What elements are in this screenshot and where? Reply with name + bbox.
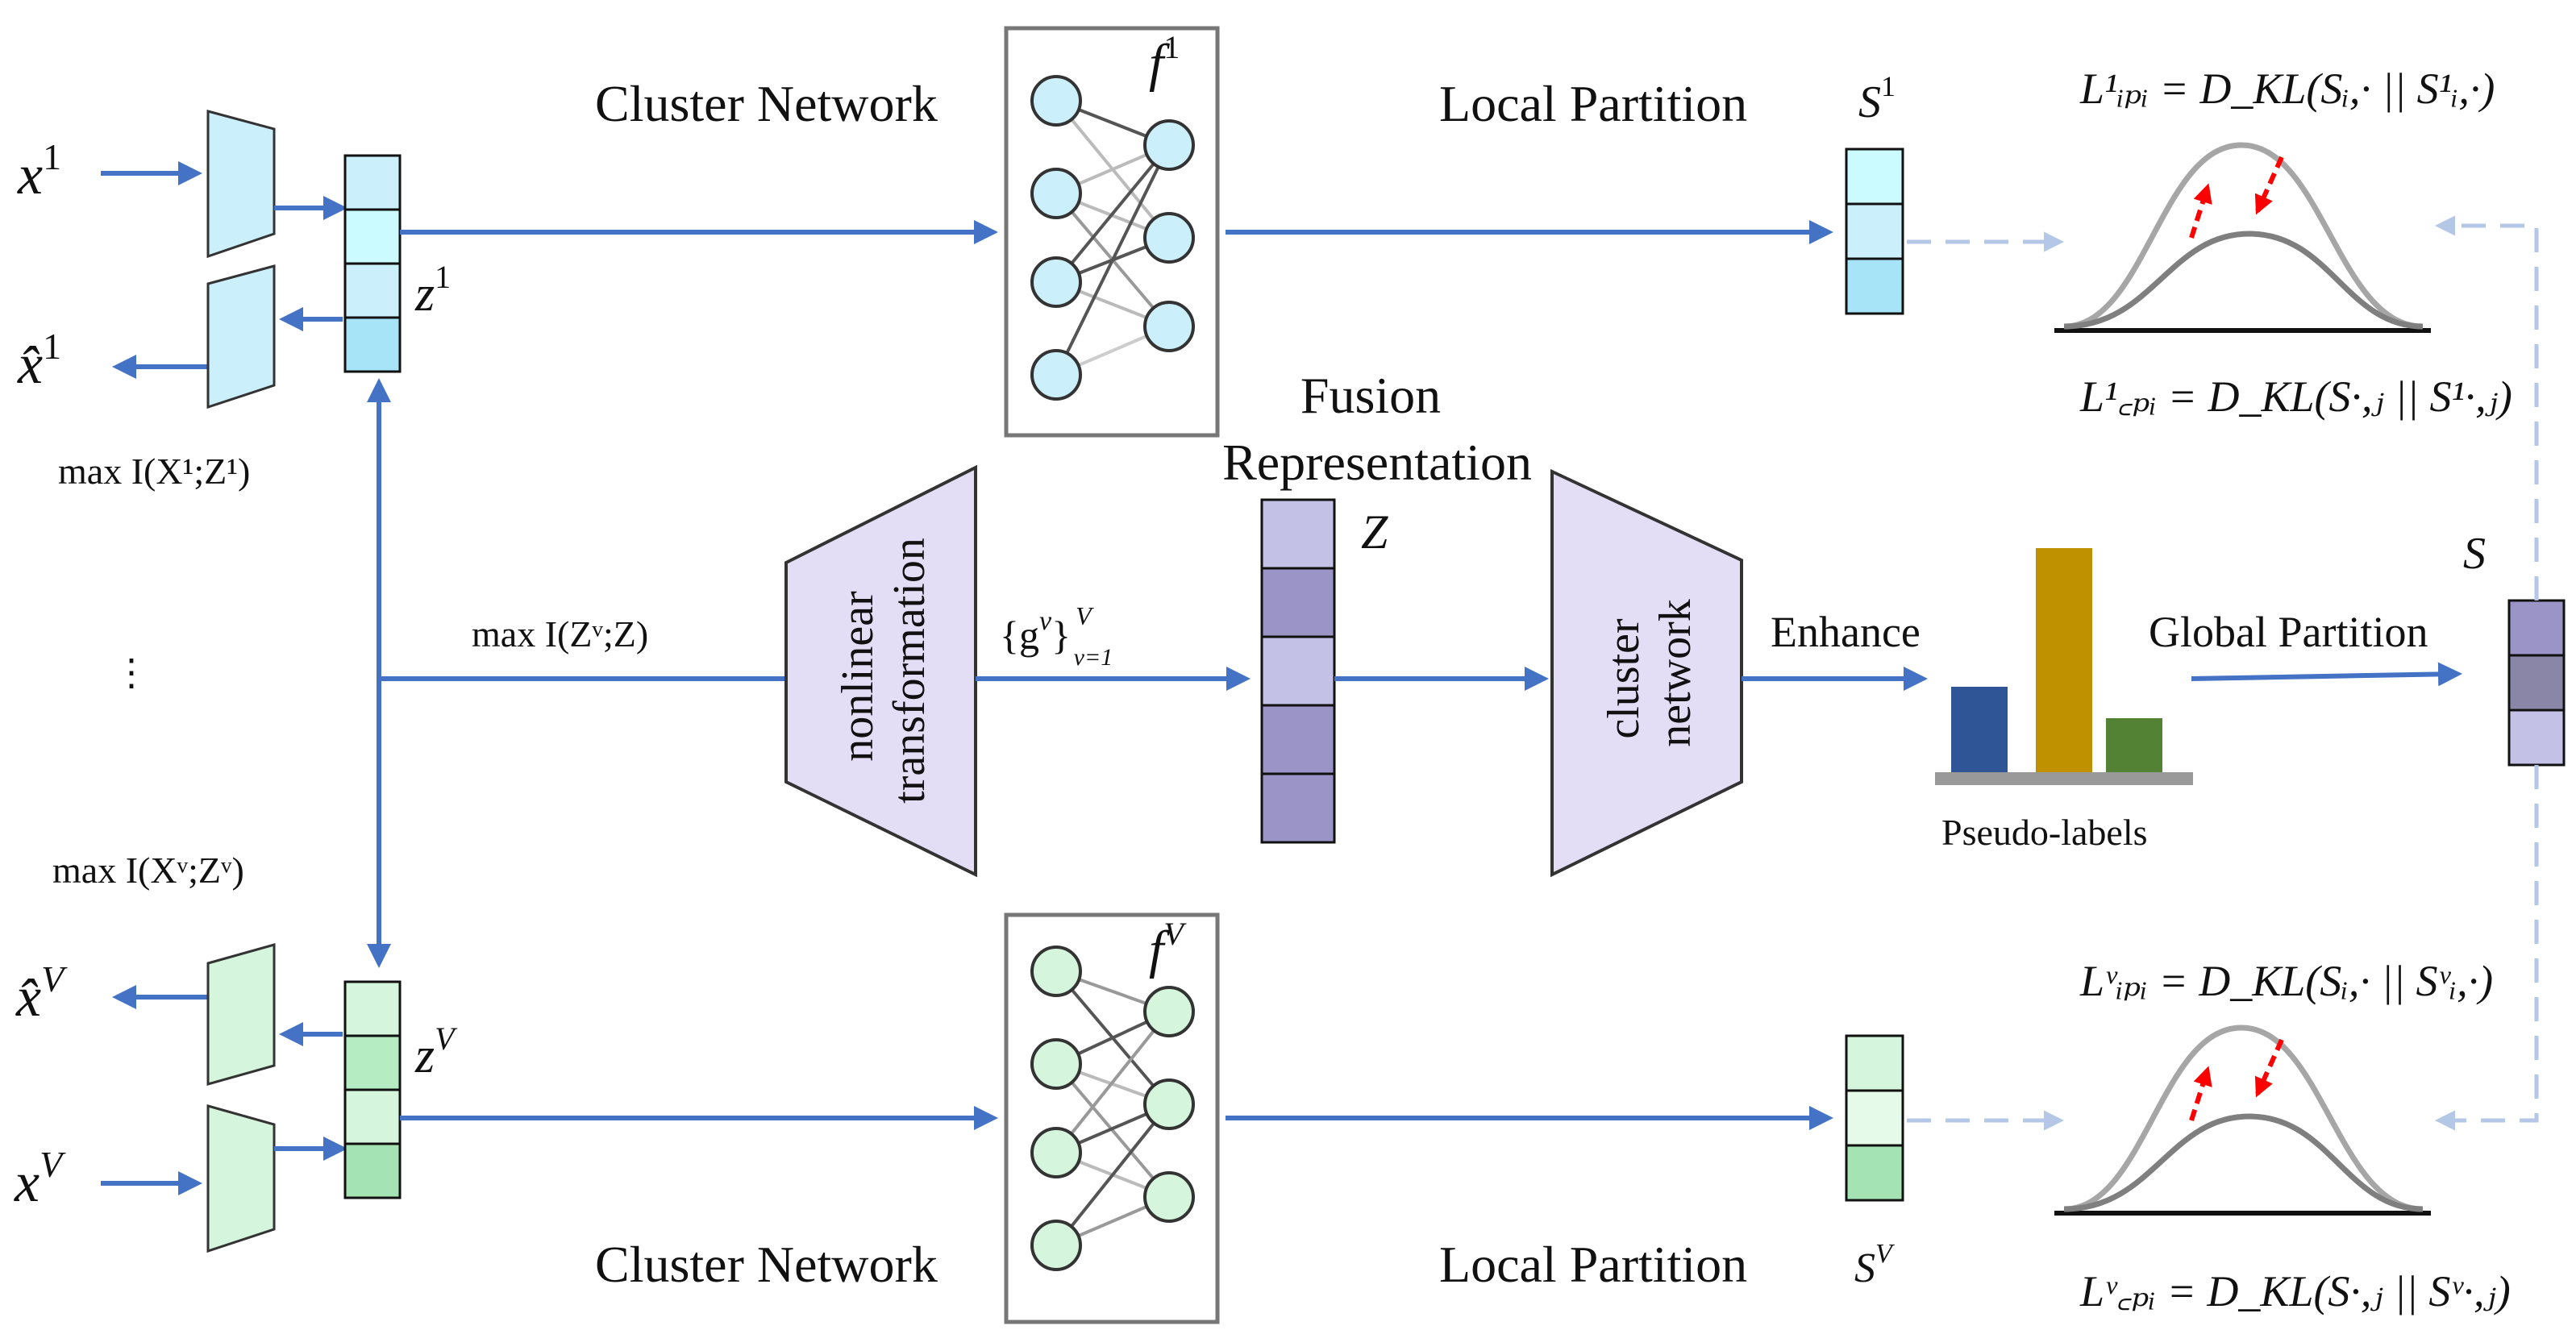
cluster-network-top-label: Cluster Network	[595, 75, 938, 132]
mutual-info-view1-label: max I(X¹;Z¹)	[58, 451, 250, 492]
distribution-curves-viewV	[2054, 1025, 2431, 1216]
distribution-curves-view1	[2054, 142, 2431, 333]
local-partition-bottom-label: Local Partition	[1439, 1236, 1747, 1293]
pseudo-labels-bar-chart	[1935, 548, 2193, 785]
arrow-to-global-partition	[2191, 662, 2462, 687]
latent-zV-vector	[343, 980, 402, 1199]
global-partition-S-vector	[2507, 599, 2566, 767]
decoder-1	[206, 264, 276, 409]
fusion-Z-label: Z	[1361, 505, 1388, 559]
fusion-representation-Z-vector	[1260, 498, 1336, 844]
view-V-branch: max I(Xᵛ;Zᵛ) x̂V xV zV Cluster Network	[14, 850, 2511, 1324]
dashed-feedback-bottom	[2435, 765, 2539, 1131]
reconstruction-xhatV-label: x̂V	[15, 958, 68, 1029]
pseudo-label-bar-base	[1935, 772, 2193, 785]
global-S-label: S	[2463, 529, 2486, 579]
loss-cpi-viewV-formula: Lᵛ꜀ₚᵢ = D_KL(S·,ⱼ || Sᵛ·,ⱼ)	[2079, 1267, 2511, 1315]
loss-cpi-view1-formula: L¹꜀ₚᵢ = D_KL(S·,ⱼ || S¹·,ⱼ)	[2079, 372, 2512, 421]
global-partition-label: Global Partition	[2149, 608, 2428, 656]
latent-z1-vector	[343, 154, 402, 373]
input-x1-label: x1	[17, 136, 61, 206]
pseudo-labels-label: Pseudo-labels	[1941, 812, 2148, 853]
nonlinear-transformation-block	[784, 464, 977, 878]
local-partition-S1-label: S1	[1858, 70, 1896, 127]
dashed-feedback-top	[2435, 215, 2539, 601]
view-1-branch: x1 x̂1 z1 max I(X¹;Z¹) Cluster Network	[17, 26, 2512, 492]
pseudo-label-bar-3	[2106, 718, 2162, 772]
reconstruction-xhat1-label: x̂1	[17, 326, 61, 396]
encoder-V	[206, 1104, 276, 1253]
enhance-label: Enhance	[1771, 608, 1921, 656]
pseudo-label-bar-2	[2036, 548, 2092, 772]
input-xV-label: xV	[14, 1144, 66, 1214]
loss-ipi-view1-formula: L¹ᵢₚᵢ = D_KL(Sᵢ,· || S¹ᵢ,·)	[2079, 64, 2495, 113]
cluster-network-bottom-label: Cluster Network	[595, 1236, 938, 1293]
encoder-1	[206, 110, 276, 259]
decoder-V	[206, 943, 276, 1086]
fusion-branch: ⋮ max I(Zᵛ;Z) nonlinear transformation {…	[113, 215, 2566, 1131]
nonlinear-transformation-label: nonlinear transformation	[833, 538, 934, 804]
ellipsis: ⋮	[113, 652, 150, 693]
fusion-cluster-network-label: cluster network	[1599, 599, 1700, 747]
fusion-cluster-network-block	[1550, 468, 1743, 878]
latent-z1-label: z1	[414, 259, 451, 322]
cluster-network-fV-label: fV	[1149, 916, 1187, 979]
fusion-representation-label: Fusion Representation	[1222, 367, 1532, 491]
local-partition-SV-vector	[1845, 1034, 1904, 1202]
cluster-network-fV-nodes	[1030, 946, 1195, 1271]
local-partition-SV-label: SV	[1854, 1239, 1896, 1291]
local-partition-S1-vector	[1845, 148, 1904, 315]
local-partition-top-label: Local Partition	[1439, 75, 1747, 132]
latent-zV-label: zV	[414, 1020, 458, 1083]
pseudo-label-bar-1	[1951, 687, 2008, 772]
mutual-info-fusion-label: max I(Zᵛ;Z)	[472, 613, 648, 655]
cluster-network-f1-nodes	[1030, 75, 1195, 401]
loss-ipi-viewV-formula: Lᵛᵢₚᵢ = D_KL(Sᵢ,· || Sᵛᵢ,·)	[2079, 957, 2493, 1005]
mutual-info-viewV-label: max I(Xᵛ;Zᵛ)	[52, 850, 244, 891]
